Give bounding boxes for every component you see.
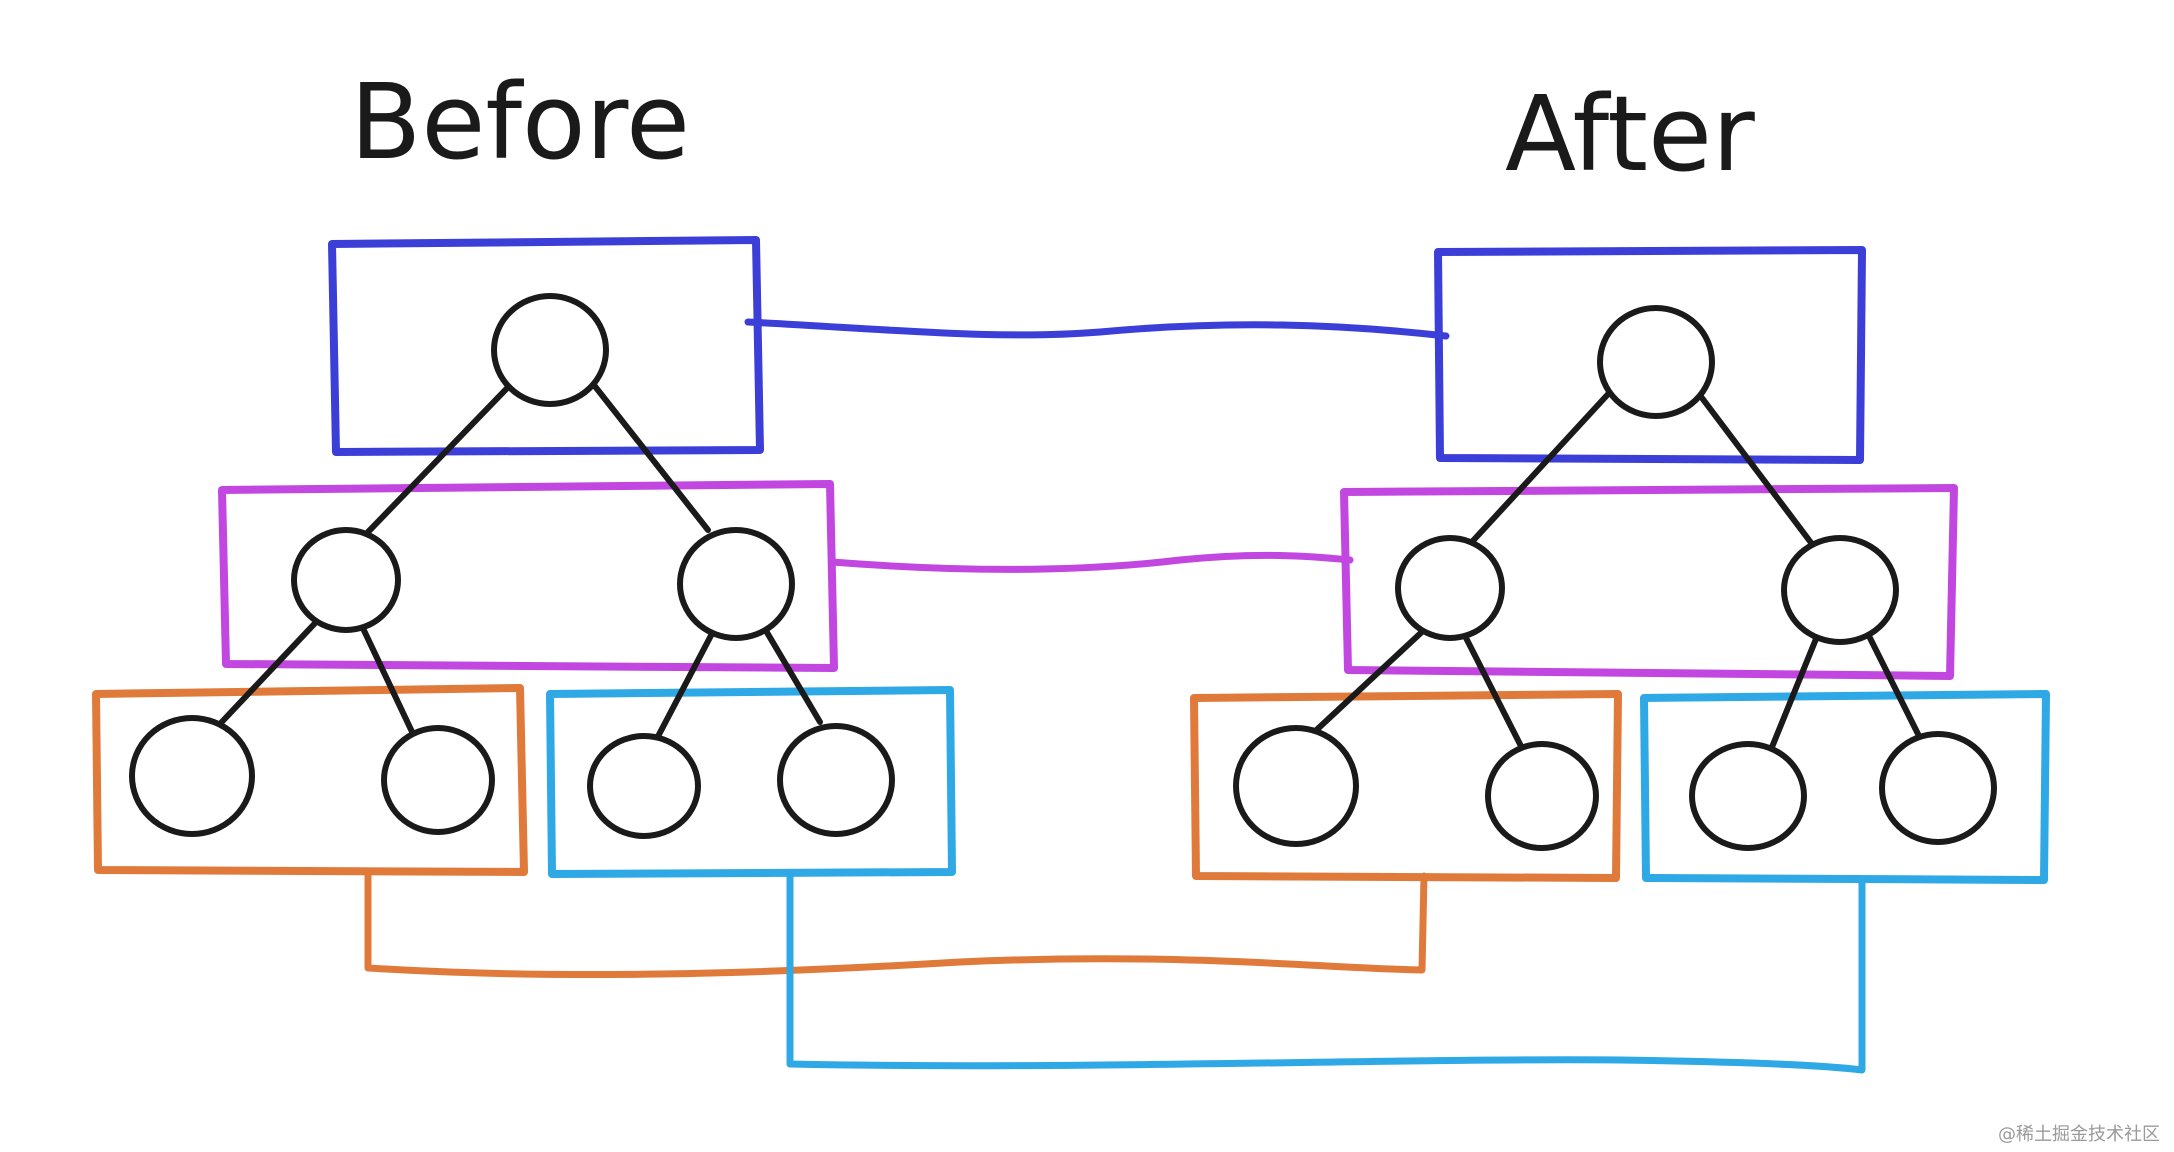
after-middle-left-node [1395, 535, 1505, 641]
before-leaf-3-node [587, 733, 701, 839]
before-root-node [491, 293, 609, 407]
after-middle-right-node [1781, 535, 1899, 645]
before-left-leaves-box [92, 684, 528, 876]
after-leaf-1-node [1233, 725, 1359, 847]
before-leaf-4-node [777, 723, 895, 837]
after-root-node [1597, 305, 1715, 419]
before-tree-nodes [129, 293, 895, 839]
after-leaf-4-node [1879, 731, 1997, 845]
before-middle-level-box [218, 480, 838, 672]
before-root-level-box [328, 236, 764, 456]
after-leaf-3-node [1689, 741, 1807, 851]
before-right-leaves-box [546, 686, 956, 878]
after-root-level-box [1434, 246, 1866, 464]
watermark-text: @稀土掘金技术社区 [1998, 1124, 2160, 1145]
before-tree-edges [215, 377, 823, 747]
root-level-connector [744, 318, 1450, 340]
after-left-leaves-box [1190, 690, 1622, 882]
right-leaves-connector [786, 870, 1866, 1074]
after-tree-nodes [1233, 305, 1997, 851]
middle-level-connector [828, 551, 1354, 573]
before-leaf-2-node [381, 725, 495, 835]
before-title: Before [350, 61, 690, 183]
before-middle-right-node [677, 527, 795, 641]
before-middle-left-node [291, 527, 401, 633]
after-right-leaves-box [1640, 690, 2050, 884]
left-leaves-connector [364, 868, 1428, 979]
before-leaf-1-node [129, 715, 255, 837]
after-leaf-2-node [1485, 741, 1599, 851]
after-middle-level-box [1340, 484, 1958, 680]
after-tree-edges [1307, 387, 1925, 755]
after-title: After [1505, 73, 1755, 195]
